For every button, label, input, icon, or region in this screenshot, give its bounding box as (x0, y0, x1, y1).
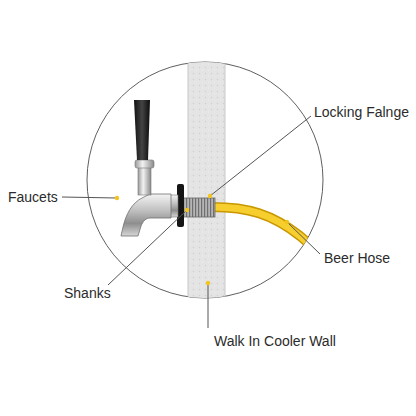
part-label: Locking Falnge (314, 104, 409, 121)
part-label: Beer Hose (324, 250, 390, 267)
part-label: Faucets (8, 189, 58, 206)
part-label: Shanks (64, 285, 111, 302)
part-label: Walk In Cooler Wall (214, 333, 336, 350)
